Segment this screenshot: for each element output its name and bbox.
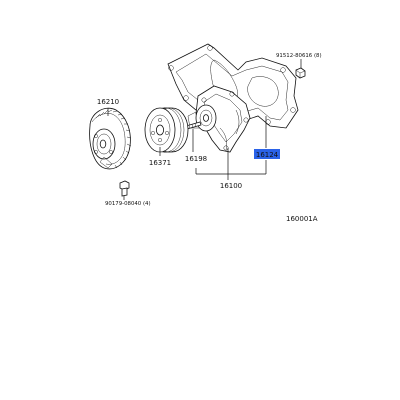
label-fan-pulley: 16371 — [149, 159, 171, 167]
label-gasket: 16124 — [256, 151, 279, 159]
nut — [295, 67, 306, 79]
label-fan-coupling: 16210 — [97, 98, 119, 106]
bolt — [119, 180, 130, 197]
fan-coupling — [89, 107, 132, 170]
label-stud: 16198 — [185, 155, 207, 163]
fan-pulley — [144, 107, 189, 153]
label-bolt: 90179-08040 (4) — [105, 201, 151, 207]
label-water-pump: 16100 — [220, 182, 242, 190]
gasket-label-highlight — [254, 149, 280, 159]
leader-lines — [107, 59, 302, 200]
diagram-ref-code: 160001A — [286, 215, 318, 223]
label-nut: 91512-80616 (8) — [276, 53, 322, 59]
